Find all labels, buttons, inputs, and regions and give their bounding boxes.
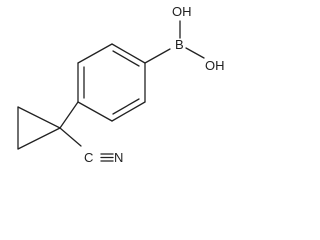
ring-bond-1 (111, 43, 146, 64)
ring-to-cyclopropyl-bond (59, 101, 79, 129)
cyclopropyl-bond-1 (17, 106, 61, 129)
nitrile-group: C N (59, 127, 123, 165)
ring-double-bond-inner-1 (112, 50, 140, 67)
cyclopropyl-ring (17, 101, 79, 150)
nitrile-nitrogen-label: N (114, 150, 123, 165)
cyclopropyl-bond-3 (17, 127, 61, 150)
ring-bond-6 (77, 43, 113, 64)
boronic-acid-group: B OH OH (144, 4, 225, 73)
cyclopropyl-to-nitrile-bond (59, 127, 82, 147)
nitrile-carbon-label: C (84, 150, 93, 165)
boron-label: B (175, 37, 184, 52)
ring-bond-4 (77, 101, 113, 122)
benzene-ring (77, 43, 146, 122)
boron-oh-right-bond (185, 47, 205, 59)
ring-to-boron-bond (144, 48, 171, 64)
chemical-structure: B OH OH C N (17, 4, 225, 165)
hydroxyl-top-label: OH (172, 4, 192, 19)
ring-double-bond-inner-2 (112, 98, 140, 115)
ring-bond-3 (111, 101, 146, 122)
hydroxyl-right-label: OH (205, 58, 225, 73)
